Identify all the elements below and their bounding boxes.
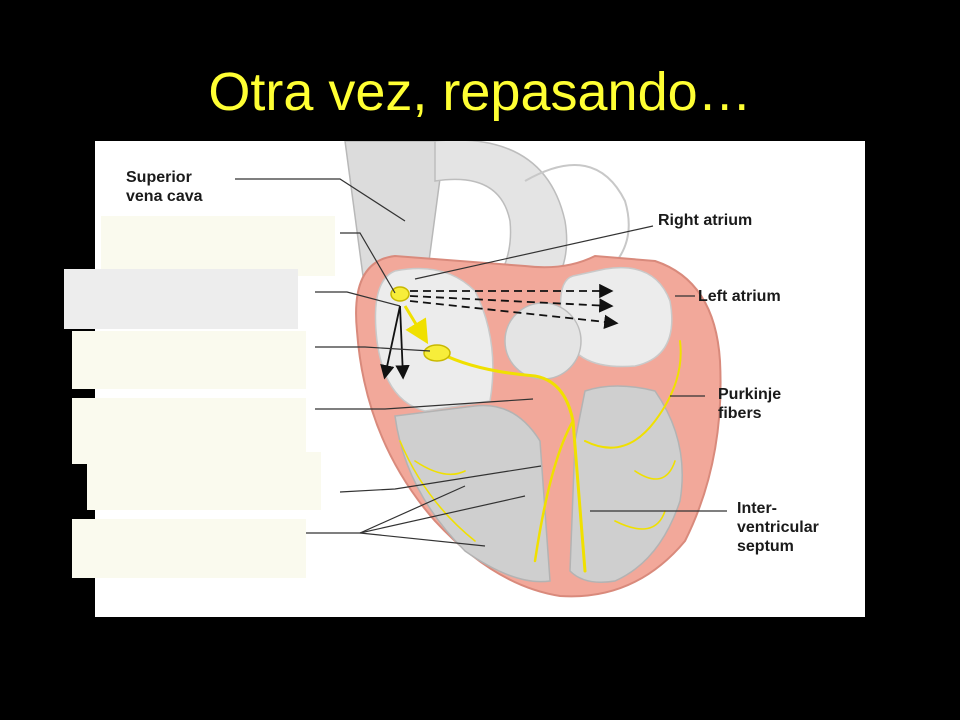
label-purkinje-fibers: Purkinje fibers [718, 386, 782, 422]
label-left-atrium: Left atrium [698, 288, 781, 305]
label-cover-1[interactable] [101, 216, 335, 276]
left-ventricle-chamber [569, 385, 683, 583]
conduction-system [399, 340, 682, 573]
right-ventricle-chamber [394, 404, 551, 583]
label-interventricular-septum: Inter- ventricular septum [737, 500, 819, 555]
label-cover-3[interactable] [72, 331, 306, 389]
heart-illustration [235, 141, 727, 598]
label-right-atrium: Right atrium [658, 212, 753, 229]
leader-lines [235, 178, 727, 547]
slide-title: Otra vez, repasando… [208, 62, 752, 122]
label-superior-vena-cava: Superior vena cava [126, 169, 203, 205]
label-cover-5[interactable] [87, 452, 321, 510]
av-node [423, 344, 451, 362]
sa-node [390, 286, 410, 302]
label-cover-6[interactable] [72, 519, 306, 578]
impulse-arrows-down [380, 305, 410, 380]
impulse-arrows-dashed [409, 283, 619, 330]
label-cover-2[interactable] [64, 269, 298, 329]
